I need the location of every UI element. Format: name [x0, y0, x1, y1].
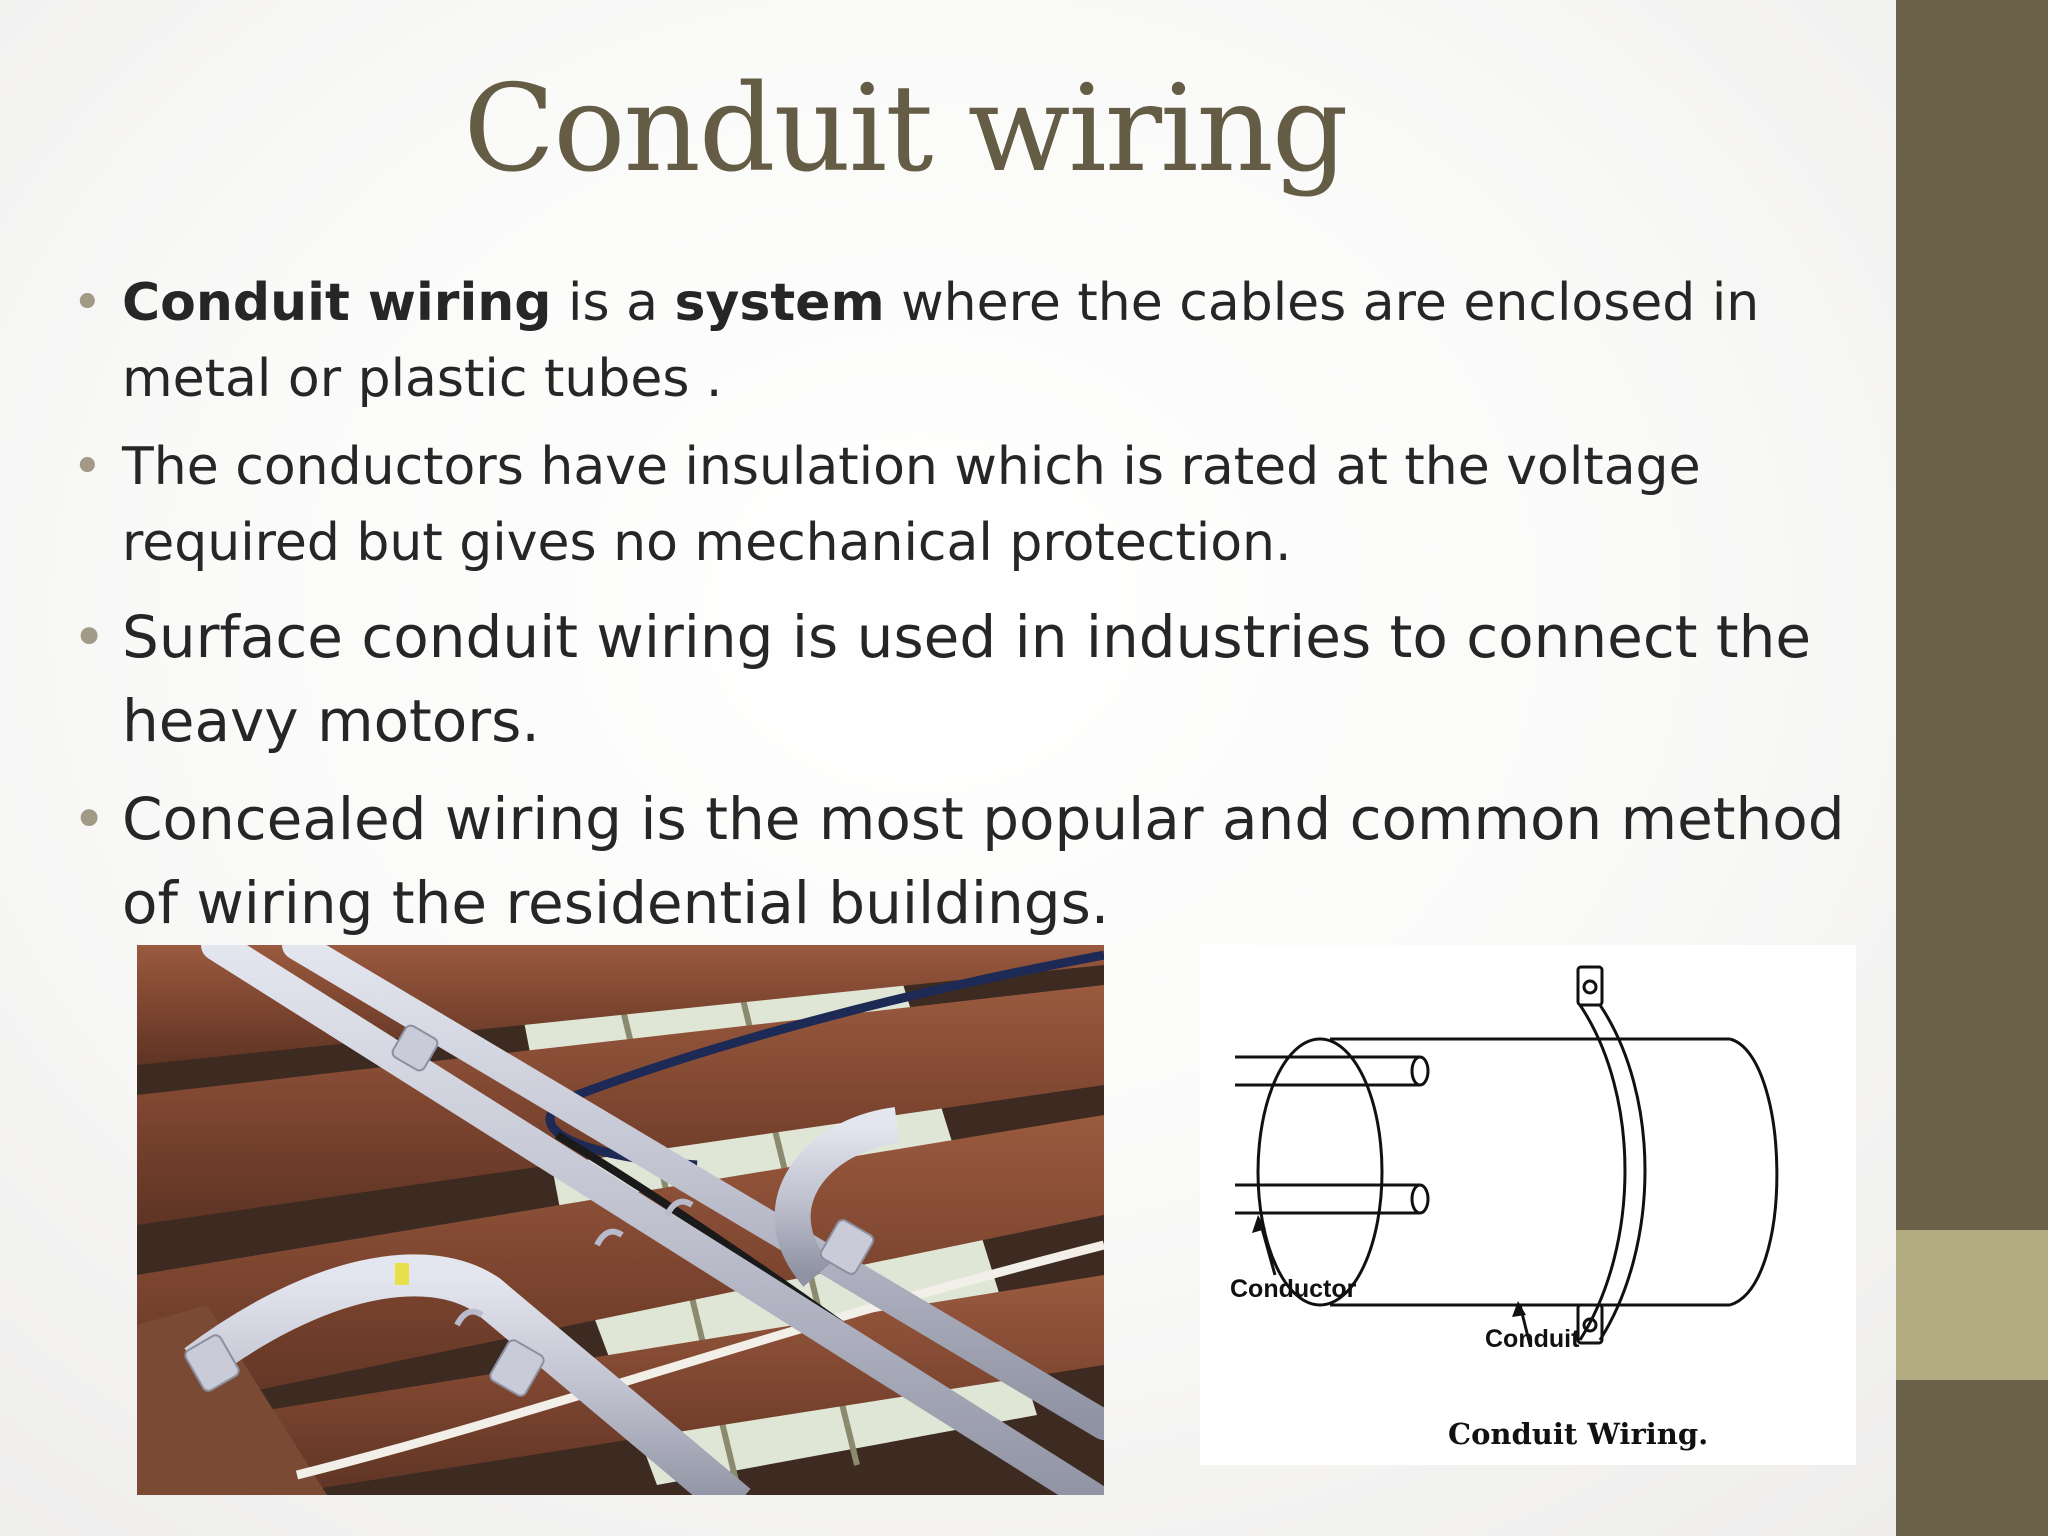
bullet-bold-term: Conduit wiring [122, 273, 552, 333]
bullet-item: Surface conduit wiring is used in indust… [72, 595, 1872, 763]
bullet-item: Conduit wiring is a system where the cab… [72, 265, 1872, 417]
conduit-diagram-drawing [1235, 965, 1779, 1346]
conduit-photo-illustration [137, 945, 1104, 1495]
label-conduit: Conduit [1485, 1325, 1580, 1353]
bullet-text: is a [551, 273, 675, 333]
side-decor-accent [1896, 1230, 2048, 1380]
conduit-photo [137, 945, 1104, 1495]
bullet-text: The conductors have insulation which is … [122, 437, 1701, 573]
bullet-bold-term: system [674, 273, 885, 333]
bullet-item: Concealed wiring is the most popular and… [72, 777, 1872, 945]
label-conductor: Conductor [1230, 1275, 1357, 1303]
diagram-caption: Conduit Wiring. [1448, 1417, 1709, 1451]
bullet-text: Concealed wiring is the most popular and… [122, 785, 1845, 937]
bullet-text: where the cables are enclosed in metal o… [122, 273, 1760, 409]
bullet-item: The conductors have insulation which is … [72, 429, 1872, 581]
slide-title: Conduit wiring [463, 60, 1348, 199]
bullet-text: Surface conduit wiring is used in indust… [122, 603, 1812, 755]
conduit-diagram: Conductor Conduit Conduit Wiring. [1200, 945, 1856, 1465]
bullet-list: Conduit wiring is a system where the cab… [72, 265, 1872, 945]
